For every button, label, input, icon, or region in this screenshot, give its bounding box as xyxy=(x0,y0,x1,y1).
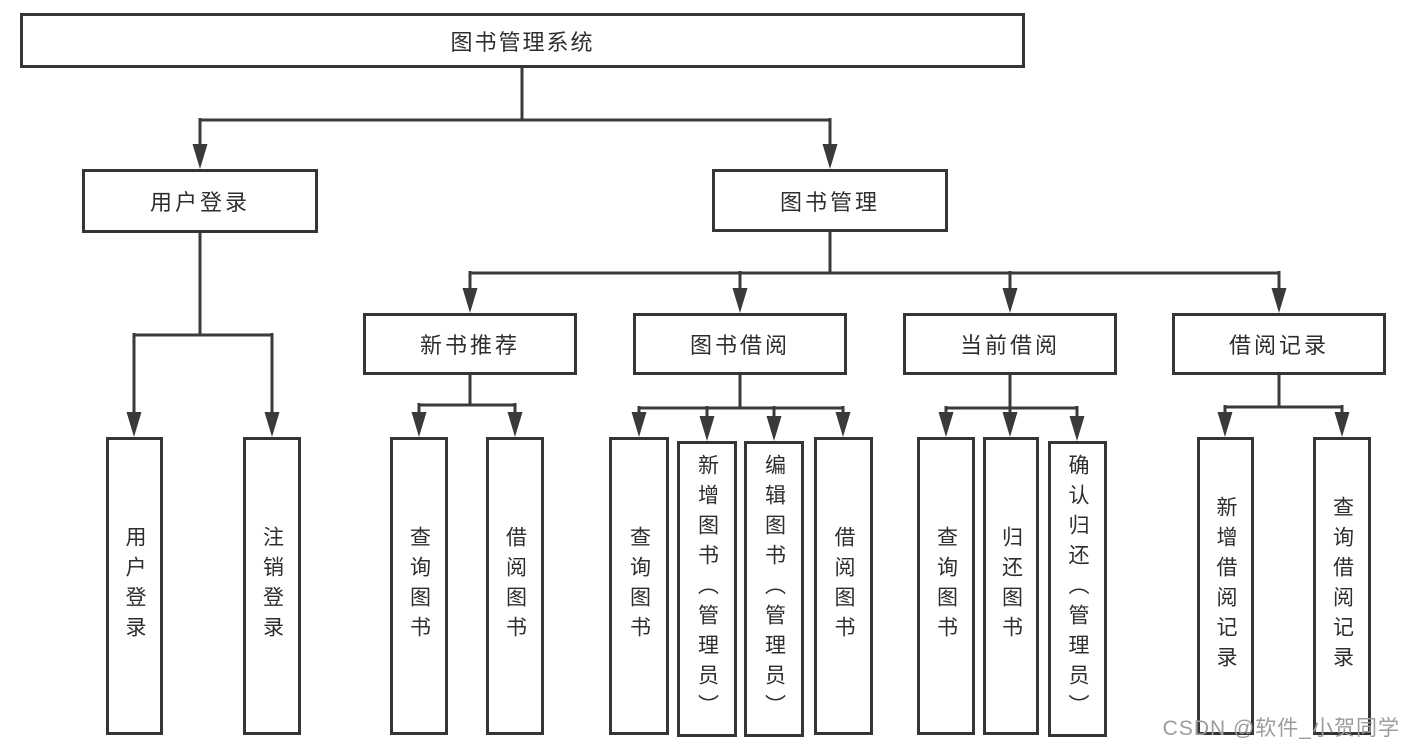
connector-newbooks-to-leaves xyxy=(417,375,517,416)
node-borrow-books-1: 借阅图书 xyxy=(486,437,544,735)
connector-bookborrow-to-leaves xyxy=(637,375,845,419)
node-query-books-1-label: 查询图书 xyxy=(407,526,431,646)
node-root: 图书管理系统 xyxy=(20,13,1025,68)
node-book-management-label: 图书管理 xyxy=(779,189,880,215)
node-borrowing-records-label: 借阅记录 xyxy=(1228,333,1329,358)
node-book-borrowing: 图书借阅 xyxy=(633,313,847,375)
connector-userlogin-to-leaves xyxy=(132,233,274,416)
node-user-login: 用户登录 xyxy=(82,169,318,233)
node-logout: 注销登录 xyxy=(243,437,301,735)
node-query-books-2: 查询图书 xyxy=(609,437,669,735)
arrowheads xyxy=(126,144,1350,441)
node-add-borrow-record-label: 新增借阅记录 xyxy=(1214,496,1237,676)
node-book-management: 图书管理 xyxy=(712,169,948,232)
node-book-borrowing-label: 图书借阅 xyxy=(689,333,790,358)
node-return-books-label: 归还图书 xyxy=(999,526,1023,646)
node-query-borrow-record-label: 查询借阅记录 xyxy=(1330,496,1354,676)
node-current-borrowing: 当前借阅 xyxy=(903,313,1117,375)
node-query-books-3-label: 查询图书 xyxy=(934,526,958,646)
node-new-book-recommend-label: 新书推荐 xyxy=(419,333,520,358)
node-query-books-3: 查询图书 xyxy=(917,437,975,735)
node-edit-books-admin-label: 编辑图书（管理员） xyxy=(762,454,786,724)
node-add-borrow-record: 新增借阅记录 xyxy=(1197,437,1254,735)
node-edit-books-admin: 编辑图书（管理员） xyxy=(744,441,804,737)
node-borrow-books-2: 借阅图书 xyxy=(814,437,873,735)
node-root-label: 图书管理系统 xyxy=(450,29,595,55)
node-logout-label: 注销登录 xyxy=(260,526,284,646)
connector-bookmgmt-to-level3 xyxy=(468,232,1281,292)
node-borrowing-records: 借阅记录 xyxy=(1172,313,1386,375)
connector-root-to-level2 xyxy=(198,68,832,148)
node-query-books-1: 查询图书 xyxy=(390,437,448,735)
node-return-books: 归还图书 xyxy=(983,437,1039,735)
node-current-borrowing-label: 当前借阅 xyxy=(959,333,1060,358)
node-query-books-2-label: 查询图书 xyxy=(627,526,651,646)
node-confirm-return-admin: 确认归还（管理员） xyxy=(1048,441,1107,737)
node-borrow-books-1-label: 借阅图书 xyxy=(503,526,527,646)
connector-currentborrow-to-leaves xyxy=(944,375,1079,419)
node-query-borrow-record: 查询借阅记录 xyxy=(1313,437,1371,735)
node-new-book-recommend: 新书推荐 xyxy=(363,313,577,375)
node-confirm-return-admin-label: 确认归还（管理员） xyxy=(1066,454,1089,724)
node-user-login-leaf: 用户登录 xyxy=(106,437,163,735)
connector-records-to-leaves xyxy=(1223,375,1344,416)
node-user-login-label: 用户登录 xyxy=(149,190,250,215)
node-user-login-leaf-label: 用户登录 xyxy=(123,526,146,646)
node-add-books-admin: 新增图书（管理员） xyxy=(677,441,737,737)
watermark: CSDN @软件_小贺同学 xyxy=(1162,717,1400,740)
node-add-books-admin-label: 新增图书（管理员） xyxy=(695,454,719,724)
node-borrow-books-2-label: 借阅图书 xyxy=(832,526,855,646)
